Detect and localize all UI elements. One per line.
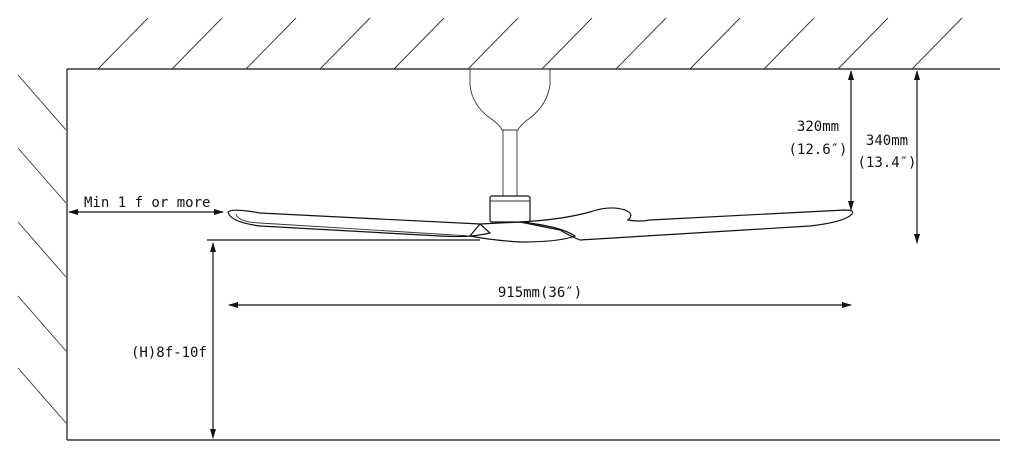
dimension-340: 340mm (13.4″) — [857, 70, 920, 244]
hatch-line — [17, 221, 67, 278]
wall — [17, 69, 68, 440]
hatch-line — [615, 17, 667, 70]
hatch-line — [911, 17, 963, 70]
dimension-min-clearance: Min 1 f or more — [68, 195, 224, 215]
hatch-line — [17, 295, 67, 352]
motor-housing — [489, 195, 531, 223]
hatch-line — [763, 17, 815, 70]
dimension-span: 915mm(36″) — [228, 285, 852, 308]
drop-340-in: (13.4″) — [857, 155, 916, 171]
blade-center — [468, 221, 577, 243]
hatch-line — [467, 17, 519, 70]
hatch-line — [17, 367, 67, 424]
drop-320-in: (12.6″) — [788, 142, 847, 158]
hatch-line — [319, 17, 371, 70]
downrod — [502, 129, 518, 197]
dimension-320: 320mm (12.6″) — [788, 70, 854, 211]
drop-340-mm: 340mm — [866, 133, 908, 149]
hatch-line — [393, 17, 445, 70]
ceiling — [67, 17, 1000, 70]
hatch-line — [171, 17, 223, 70]
blade-right — [519, 207, 854, 241]
canopy — [469, 68, 551, 131]
ceiling-fan — [227, 68, 854, 243]
hatch-line — [17, 147, 67, 204]
span-label: 915mm(36″) — [498, 285, 582, 301]
hatch-line — [689, 17, 741, 70]
height-label: (H)8f-10f — [131, 345, 207, 361]
hatch-line — [245, 17, 297, 70]
hatch-line — [97, 17, 149, 70]
hatch-line — [541, 17, 593, 70]
dimension-height: (H)8f-10f — [131, 239, 480, 439]
hatch-line — [837, 17, 889, 70]
drop-320-mm: 320mm — [797, 119, 839, 135]
min-clearance-label: Min 1 f or more — [84, 195, 210, 211]
hatch-line — [17, 74, 67, 131]
